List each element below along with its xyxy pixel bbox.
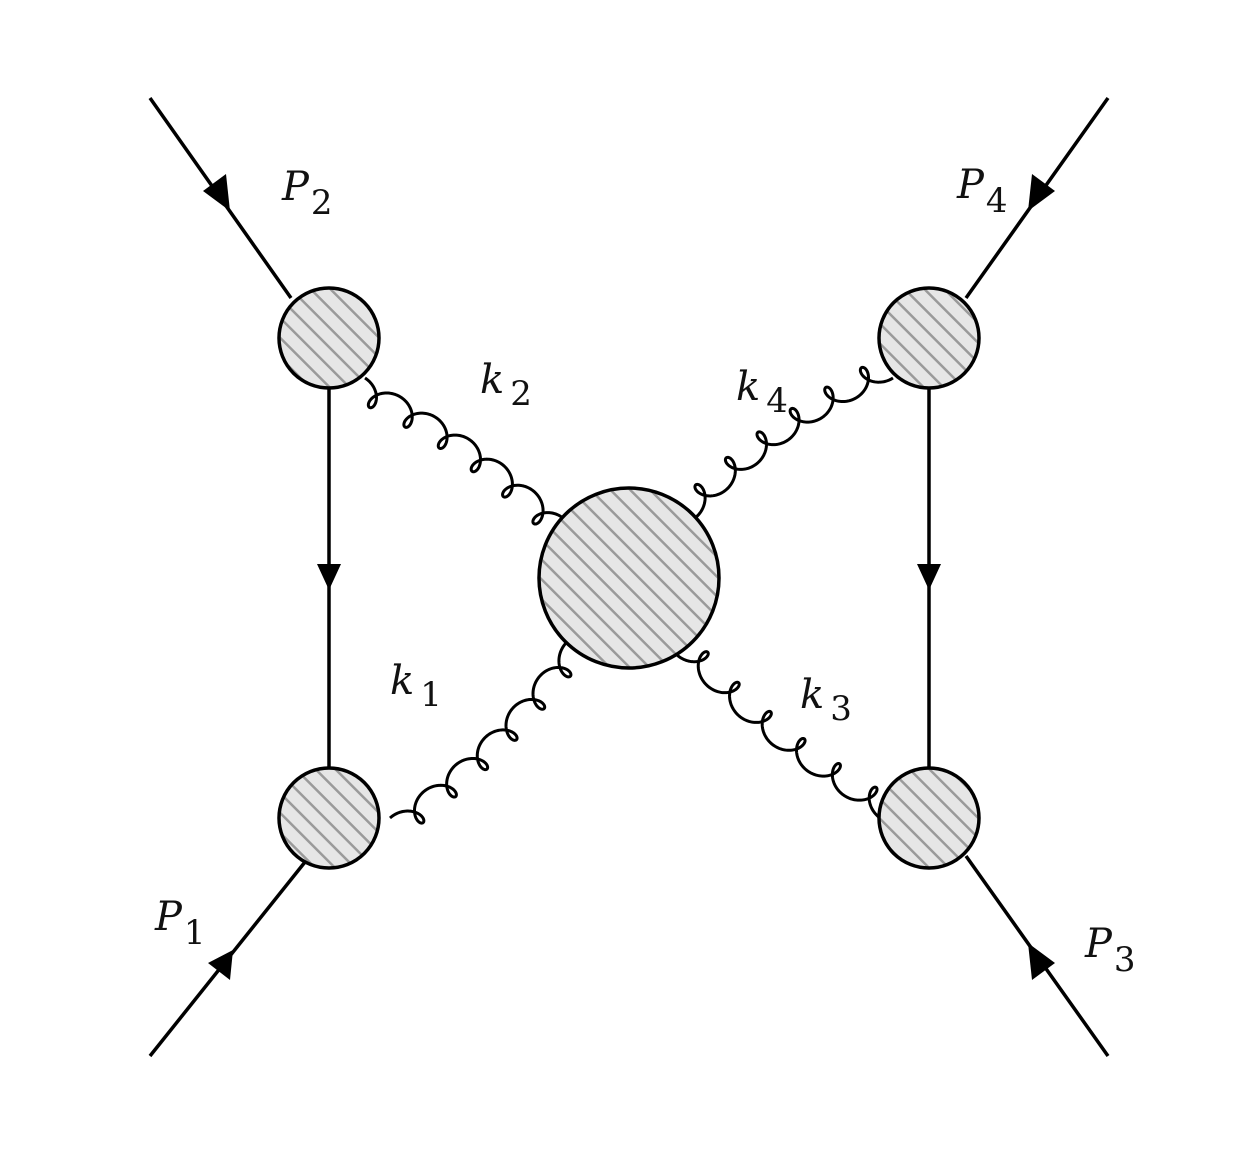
label-p2: P2 (281, 164, 333, 223)
blob-bottom-left (277, 766, 381, 870)
blob-top-left (277, 286, 381, 390)
label-p4: P4 (956, 162, 1008, 221)
gluon-k3 (676, 650, 881, 820)
arrow-p2-icon (203, 174, 230, 211)
gluon-k2 (364, 376, 564, 526)
arrow-p1-icon (208, 950, 233, 980)
blob-top-right (877, 286, 981, 390)
arrow-right-propagator-icon (917, 564, 941, 590)
label-p3: P3 (1084, 921, 1136, 980)
blob-bottom-right (877, 766, 981, 870)
arrow-p3-icon (1028, 943, 1055, 980)
label-p1: P1 (154, 894, 206, 953)
gluon-k1 (389, 642, 573, 825)
arrow-left-propagator-icon (317, 564, 341, 590)
blob-central (537, 486, 721, 670)
gluon-k4 (693, 365, 894, 520)
arrow-p4-icon (1028, 174, 1055, 211)
